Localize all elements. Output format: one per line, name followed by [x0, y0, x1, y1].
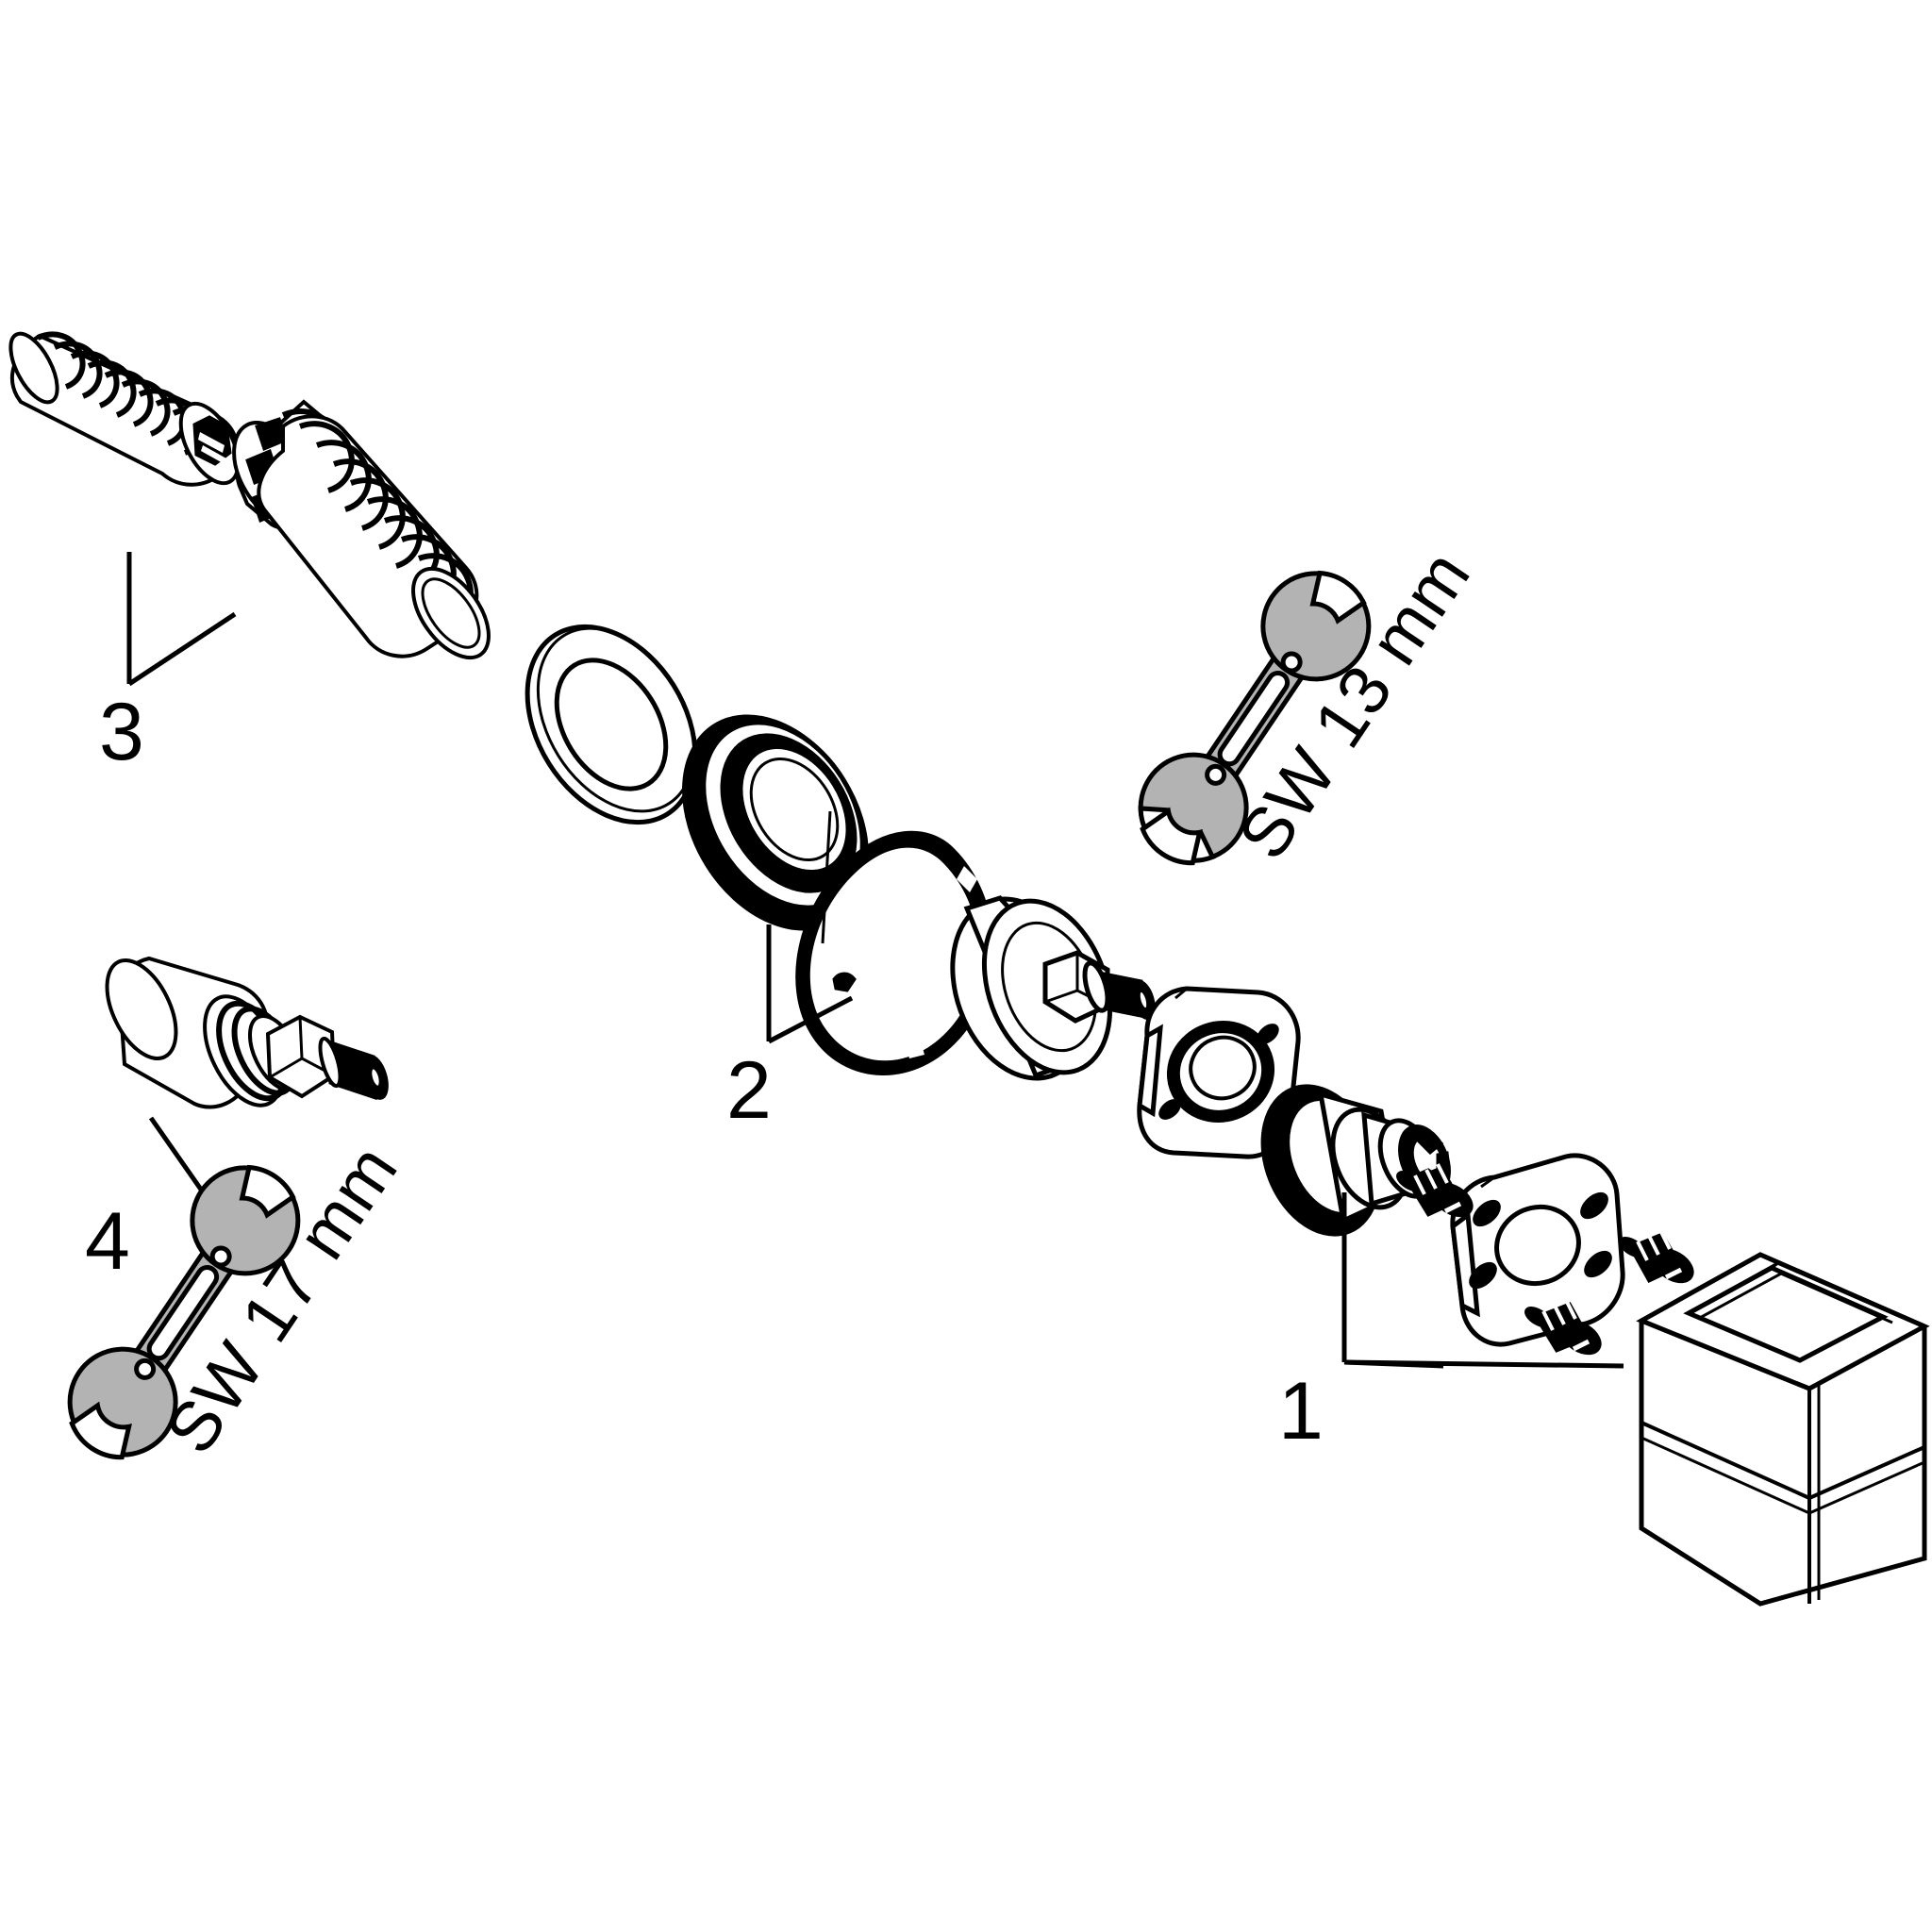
part-flexible-hose-lower: [232, 399, 491, 660]
part-retaining-snap-ring: [795, 810, 998, 1075]
part-screw-3: [1619, 1229, 1694, 1284]
callout-1-leader: [1341, 1192, 1624, 1369]
part-escutcheon-plate: [1137, 986, 1301, 1159]
callout-number-3: 3: [99, 687, 144, 777]
part-cube-handle: [1636, 1252, 1930, 1607]
part-flat-washer: [525, 624, 698, 825]
tool-wrench-17mm: [67, 1164, 301, 1460]
part-screw-1: [1396, 1163, 1474, 1218]
part-screw-2: [1524, 1299, 1602, 1356]
callout-number-4: 4: [85, 1196, 130, 1287]
part-cartridge-valve: [105, 956, 389, 1109]
part-valve-flange-spindle: [950, 895, 1156, 1081]
tool-wrench-13mm: [1138, 570, 1372, 866]
callout-number-1: 1: [1278, 1366, 1324, 1457]
callout-number-2: 2: [726, 1045, 772, 1136]
part-mounting-plate: [1450, 1153, 1625, 1347]
callout-2-leader: [766, 924, 854, 1044]
part-flexible-hose-upper: [8, 331, 241, 487]
callout-3-leader: [126, 552, 237, 687]
